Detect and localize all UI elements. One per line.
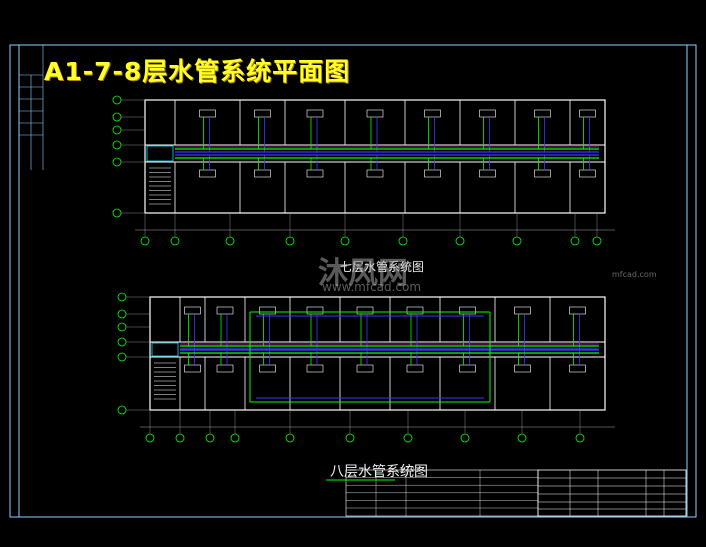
axis-bubble xyxy=(170,236,180,246)
fan-coil-unit xyxy=(579,109,596,118)
axis-bubble xyxy=(145,433,155,443)
plan-outer-wall xyxy=(149,296,606,411)
plan-lower-label: 八层水管系统图 xyxy=(330,464,428,480)
axis-bubble-left xyxy=(117,352,127,362)
fan-coil-unit xyxy=(514,306,531,315)
fan-coil-unit xyxy=(199,169,216,178)
watermark-side-url: mfcad.com xyxy=(612,270,657,279)
fan-coil-unit xyxy=(356,306,374,315)
fan-coil-unit xyxy=(216,306,234,315)
fan-coil-unit xyxy=(199,109,216,118)
axis-bubble xyxy=(230,433,240,443)
axis-bubble xyxy=(285,236,295,246)
fan-coil-unit xyxy=(569,364,586,373)
fan-coil-unit xyxy=(579,169,596,178)
axis-bubble xyxy=(225,236,235,246)
axis-bubble-left xyxy=(117,405,127,415)
axis-bubble-left xyxy=(117,292,127,302)
fan-coil-unit xyxy=(306,109,324,118)
watermark-brand: 沐风网 xyxy=(318,256,408,291)
axis-bubble xyxy=(285,433,295,443)
fan-coil-unit xyxy=(534,109,551,118)
axis-bubble-left xyxy=(112,125,122,135)
riser-shaft xyxy=(151,342,179,357)
sheet-inner-frame xyxy=(18,44,688,518)
fan-coil-unit xyxy=(406,306,424,315)
axis-bubble xyxy=(570,236,580,246)
fan-coil-unit xyxy=(534,169,551,178)
fan-coil-unit xyxy=(569,306,586,315)
axis-bubble xyxy=(455,236,465,246)
axis-bubble xyxy=(398,236,408,246)
axis-bubble xyxy=(345,433,355,443)
axis-bubble-left xyxy=(117,337,127,347)
axis-bubble-left xyxy=(112,112,122,122)
plan-upper-label: 七层水管系统图 xyxy=(340,260,425,274)
fan-coil-unit xyxy=(254,109,271,118)
axis-bubble xyxy=(517,433,527,443)
axis-bubble-left xyxy=(112,157,122,167)
fan-coil-unit xyxy=(459,364,476,373)
fan-coil-unit xyxy=(259,364,276,373)
fan-coil-unit xyxy=(514,364,531,373)
axis-bubble-left xyxy=(117,322,127,332)
axis-bubble-left xyxy=(117,309,127,319)
watermark-url: www.mfcad.com xyxy=(322,280,422,294)
axis-bubble xyxy=(512,236,522,246)
plan-lower-scale: 1:100 xyxy=(399,466,420,474)
fan-coil-unit xyxy=(424,169,441,178)
axis-bubble xyxy=(140,236,150,246)
axis-bubble-left xyxy=(112,208,122,218)
fan-coil-unit xyxy=(479,169,496,178)
fan-coil-unit xyxy=(406,364,424,373)
fan-coil-unit xyxy=(459,306,476,315)
axis-bubble-left xyxy=(112,140,122,150)
fan-coil-unit xyxy=(254,169,271,178)
axis-bubble xyxy=(592,236,602,246)
fan-coil-unit xyxy=(306,364,324,373)
fan-coil-unit xyxy=(216,364,234,373)
fan-coil-unit xyxy=(366,169,384,178)
axis-bubble xyxy=(460,433,470,443)
axis-bubble xyxy=(205,433,215,443)
fan-coil-unit xyxy=(306,169,324,178)
axis-bubble xyxy=(403,433,413,443)
fan-coil-unit xyxy=(184,306,201,315)
drawing-title: A1-7-8层水管系统平面图 xyxy=(44,57,351,86)
fan-coil-unit xyxy=(424,109,441,118)
fan-coil-unit xyxy=(184,364,201,373)
axis-bubble xyxy=(175,433,185,443)
riser-shaft xyxy=(146,145,174,162)
fan-coil-unit xyxy=(356,364,374,373)
fan-coil-unit xyxy=(306,306,324,315)
axis-bubble-left xyxy=(112,95,122,105)
fan-coil-unit xyxy=(366,109,384,118)
axis-bubble xyxy=(575,433,585,443)
fan-coil-unit xyxy=(259,306,276,315)
fan-coil-unit xyxy=(479,109,496,118)
sign-block xyxy=(345,469,539,517)
plan-outer-wall xyxy=(144,99,606,214)
axis-bubble xyxy=(340,236,350,246)
